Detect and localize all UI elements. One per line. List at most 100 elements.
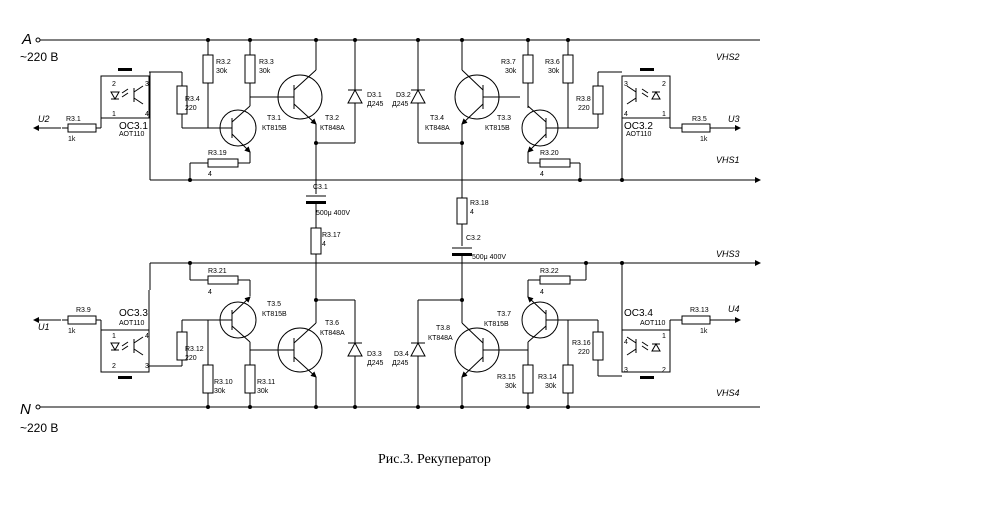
svg-text:4: 4 <box>540 289 544 296</box>
svg-text:D3.2: D3.2 <box>396 92 411 99</box>
svg-text:КТ848А: КТ848А <box>425 125 450 132</box>
svg-text:КТ848А: КТ848А <box>320 125 345 132</box>
optocoupler-oc34 <box>621 329 671 379</box>
svg-text:R3.4: R3.4 <box>185 96 200 103</box>
vhs2-label: VHS2 <box>716 52 740 62</box>
transistor-t35 <box>219 301 257 339</box>
svg-text:R3.2: R3.2 <box>216 59 231 66</box>
svg-text:R3.18: R3.18 <box>470 200 489 207</box>
node-a-label: A <box>21 31 32 48</box>
svg-text:220: 220 <box>185 355 197 362</box>
resistor-r37 <box>522 54 534 84</box>
svg-text:Т3.7: Т3.7 <box>497 311 511 318</box>
oc32-label: ОС3.2 <box>624 121 653 132</box>
node-n-voltage: ~220 В <box>20 421 58 435</box>
resistor-r318 <box>456 197 468 225</box>
svg-text:220: 220 <box>578 349 590 356</box>
svg-text:Т3.6: Т3.6 <box>325 320 339 327</box>
svg-text:4: 4 <box>624 111 628 118</box>
resistor-r35 <box>681 123 711 133</box>
svg-text:30k: 30k <box>259 68 271 75</box>
svg-text:4: 4 <box>540 171 544 178</box>
svg-text:2: 2 <box>662 81 666 88</box>
resistor-r39 <box>67 315 97 325</box>
svg-text:D3.3: D3.3 <box>367 351 382 358</box>
svg-text:R3.8: R3.8 <box>576 96 591 103</box>
svg-text:Т3.8: Т3.8 <box>436 325 450 332</box>
svg-text:1k: 1k <box>700 328 708 335</box>
diode-d34 <box>410 341 426 357</box>
resistor-r316 <box>592 331 604 361</box>
svg-text:2: 2 <box>112 81 116 88</box>
resistor-r314 <box>562 364 574 394</box>
svg-text:D3.4: D3.4 <box>394 351 409 358</box>
svg-text:АОТ110: АОТ110 <box>119 131 145 138</box>
svg-text:4: 4 <box>145 111 149 118</box>
svg-text:КТ815В: КТ815В <box>262 311 287 318</box>
svg-text:Т3.4: Т3.4 <box>430 115 444 122</box>
oc31-label: ОС3.1 <box>119 121 148 132</box>
svg-text:4: 4 <box>208 289 212 296</box>
svg-text:R3.19: R3.19 <box>208 150 227 157</box>
svg-text:30k: 30k <box>505 68 517 75</box>
u4-label: U4 <box>728 304 740 314</box>
svg-text:3: 3 <box>624 81 628 88</box>
resistor-r322 <box>539 275 571 285</box>
resistor-r31 <box>67 123 97 133</box>
svg-text:Д245: Д245 <box>392 360 409 367</box>
vhs3-label: VHS3 <box>716 249 740 259</box>
resistor-r310 <box>202 364 214 394</box>
resistor-r321 <box>207 275 239 285</box>
svg-text:D3.1: D3.1 <box>367 92 382 99</box>
svg-text:30k: 30k <box>214 388 226 395</box>
oc34-label: ОС3.4 <box>624 308 653 319</box>
svg-text:Т3.1: Т3.1 <box>267 115 281 122</box>
svg-text:КТ815В: КТ815В <box>485 125 510 132</box>
svg-text:4: 4 <box>470 209 474 216</box>
resistor-r38 <box>592 85 604 115</box>
svg-text:2: 2 <box>112 363 116 370</box>
svg-text:4: 4 <box>208 171 212 178</box>
svg-text:1k: 1k <box>68 136 76 143</box>
svg-text:Д245: Д245 <box>367 360 384 367</box>
svg-text:220: 220 <box>578 105 590 112</box>
svg-text:R3.20: R3.20 <box>540 150 559 157</box>
optocoupler-oc33 <box>100 329 150 379</box>
transistor-t31 <box>219 109 257 147</box>
c32-label: C3.2 <box>466 235 481 242</box>
svg-text:Т3.5: Т3.5 <box>267 301 281 308</box>
svg-text:R3.13: R3.13 <box>690 307 709 314</box>
oc33-label: ОС3.3 <box>119 308 148 319</box>
svg-text:АОТ110: АОТ110 <box>119 320 145 327</box>
svg-text:R3.22: R3.22 <box>540 268 559 275</box>
u3-label: U3 <box>728 114 740 124</box>
resistor-r311 <box>244 364 256 394</box>
svg-text:1k: 1k <box>68 328 76 335</box>
svg-text:30k: 30k <box>505 383 517 390</box>
resistor-r319 <box>207 158 239 168</box>
svg-text:R3.16: R3.16 <box>572 340 591 347</box>
svg-text:АОТ110: АОТ110 <box>640 320 666 327</box>
svg-text:4: 4 <box>145 333 149 340</box>
svg-text:R3.21: R3.21 <box>208 268 227 275</box>
svg-text:500μ 400V: 500μ 400V <box>316 210 350 217</box>
svg-text:Д245: Д245 <box>367 101 384 108</box>
svg-text:R3.1: R3.1 <box>66 116 81 123</box>
svg-text:3: 3 <box>145 81 149 88</box>
svg-text:4: 4 <box>322 241 326 248</box>
svg-text:КТ848А: КТ848А <box>428 335 453 342</box>
svg-text:КТ848А: КТ848А <box>320 330 345 337</box>
svg-text:R3.11: R3.11 <box>257 379 275 386</box>
svg-text:2: 2 <box>662 367 666 374</box>
c31-label: C3.1 <box>313 184 328 191</box>
node-n-label: N <box>20 401 31 418</box>
resistor-r320 <box>539 158 571 168</box>
svg-text:1: 1 <box>112 111 116 118</box>
svg-text:500μ 400V: 500μ 400V <box>472 254 506 261</box>
svg-text:Т3.2: Т3.2 <box>325 115 339 122</box>
resistor-r313 <box>681 315 711 325</box>
transistor-t36 <box>277 327 323 373</box>
resistor-r32 <box>202 54 214 84</box>
terminal-n <box>35 404 41 410</box>
